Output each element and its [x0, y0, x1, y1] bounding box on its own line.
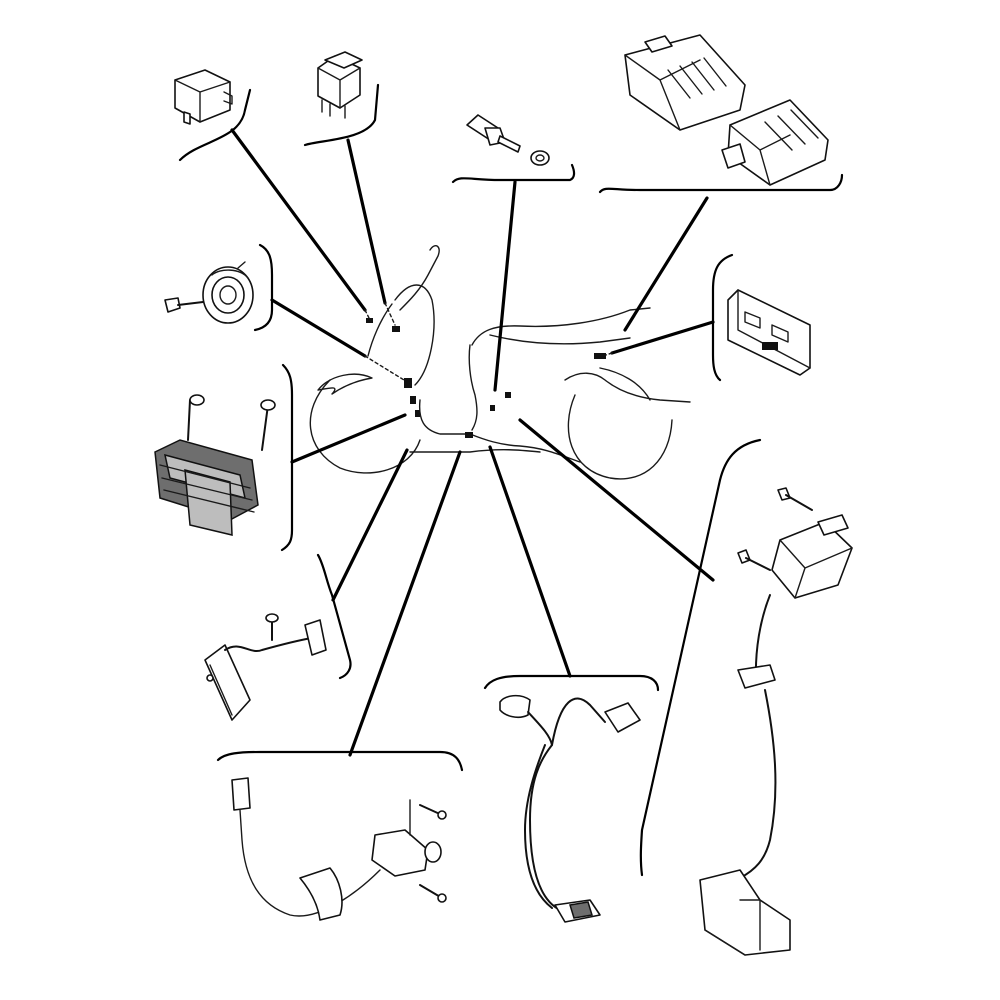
callout-frames [178, 83, 844, 877]
frame-ecu [598, 173, 844, 194]
front-fairing [367, 284, 435, 386]
marker-regulator [410, 396, 416, 404]
oxygen-sensor-icon [499, 694, 641, 923]
ecu-icon [624, 34, 829, 186]
leader-speed-sensor [348, 450, 462, 757]
marker-relay-1 [366, 318, 373, 323]
relay-top-icon [317, 51, 363, 119]
handlebar [399, 245, 440, 311]
frame-relay-top-left [178, 88, 252, 162]
rear-body [489, 334, 691, 403]
leader-relay-top-left [230, 128, 367, 312]
leg-shield [468, 344, 478, 431]
horn-icon [164, 261, 254, 324]
marker-coil [490, 405, 495, 411]
leader-neutral-switch [493, 180, 517, 392]
marker-relay-2 [392, 326, 400, 332]
rear-fender [599, 367, 651, 401]
sidestand-switch-icon [204, 613, 327, 721]
leader-fuse-box [610, 320, 715, 355]
motorcycle-outline [309, 245, 691, 480]
leader-ecu [623, 196, 709, 332]
rear-wheel [567, 394, 673, 480]
frame-rectifier [280, 363, 294, 552]
rectifier-regulator-icon [154, 394, 276, 536]
leader-rectifier [290, 413, 407, 464]
leader-ignition-coil [518, 418, 715, 582]
leader-horn [270, 298, 367, 358]
frame-speed-sensor [216, 750, 464, 772]
marker-sidestand [415, 410, 420, 417]
frame-neutral-switch [451, 163, 576, 184]
marker-neutral [505, 392, 511, 398]
frame-relay-top [303, 83, 380, 147]
frame-floor [418, 399, 581, 463]
front-fender [317, 373, 373, 395]
seat [471, 307, 651, 346]
leader-relay-top [346, 138, 387, 305]
ignition-coil-icon [699, 487, 853, 956]
frame-ignition-coil [639, 438, 762, 877]
marker-ecu [594, 353, 606, 359]
marker-horn [404, 378, 412, 388]
frame-horn [253, 243, 274, 332]
leader-sidestand [331, 448, 409, 602]
leader-oxygen-sensor [488, 445, 572, 678]
leader-lines [230, 128, 715, 757]
neutral-switch-icon [466, 114, 550, 166]
speed-sensor-icon [231, 777, 447, 921]
frame-sidestand [316, 553, 352, 680]
fuse-contacts [762, 342, 778, 350]
lower-frame [409, 448, 541, 453]
relay-top-left-icon [174, 69, 233, 125]
marker-speed [465, 432, 473, 438]
fuse-box-icon [727, 289, 811, 376]
frame-oxygen-sensor [483, 674, 660, 692]
